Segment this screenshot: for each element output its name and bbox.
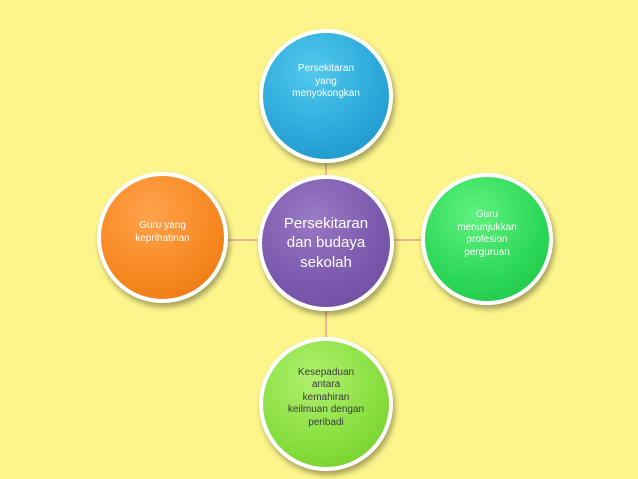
node-bottom-skills-integration: Kesepaduan antara kemahiran keilmuan den… (259, 337, 393, 471)
node-left-caring-teacher: Guru yang keprihatinan (97, 172, 228, 303)
node-top-label: Persekitaran yang menyokongkan (292, 63, 360, 100)
node-center-label: Persekitaran dan budaya sekolah (283, 214, 369, 271)
node-left-label: Guru yang keprihatinan (135, 220, 190, 244)
node-right-label: Guru menunjukkan profesion perguruan (457, 209, 517, 258)
node-bottom-label: Kesepaduan antara kemahiran keilmuan den… (287, 366, 365, 428)
node-right-teaching-profession: Guru menunjukkan profesion perguruan (421, 173, 553, 305)
node-center-school-culture: Persekitaran dan budaya sekolah (258, 175, 394, 311)
node-top-environment: Persekitaran yang menyokongkan (259, 29, 393, 163)
